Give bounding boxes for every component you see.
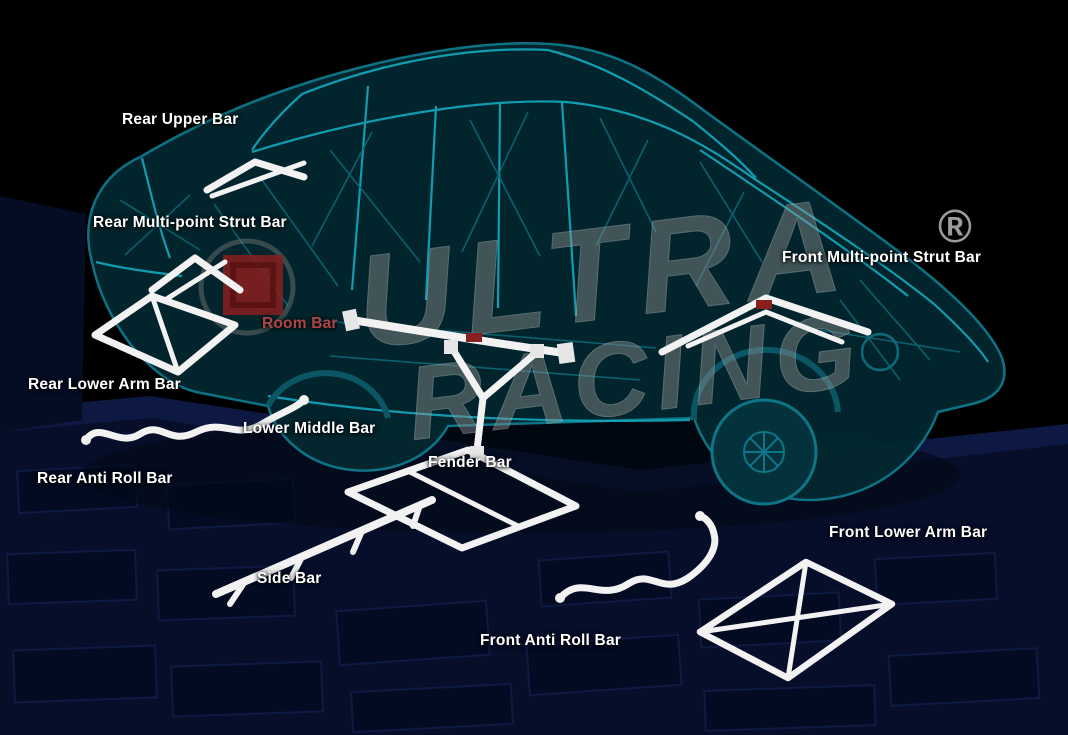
front-multi-point-strut-bar-shape [658, 294, 872, 356]
label-rear-upper-bar: Rear Upper Bar [122, 111, 239, 128]
rear-lower-arm-bar-shape [91, 292, 239, 376]
lower-middle-bar-shape [344, 446, 580, 552]
label-rear-multi-point-strut-bar: Rear Multi-point Strut Bar [93, 214, 287, 231]
label-front-anti-roll-bar: Front Anti Roll Bar [480, 632, 621, 649]
front-lower-arm-bar-shape [696, 558, 896, 682]
front-anti-roll-bar-shape [555, 511, 719, 603]
rear-anti-roll-bar-shape [81, 395, 309, 445]
label-fender-bar: Fender Bar [428, 454, 512, 471]
label-side-bar: Side Bar [257, 570, 322, 587]
fender-bar-shape [444, 340, 544, 458]
label-rear-anti-roll-bar: Rear Anti Roll Bar [37, 470, 173, 487]
rear-multi-point-strut-bar-shape [148, 254, 244, 303]
watermark-ring [198, 238, 296, 336]
label-lower-middle-bar: Lower Middle Bar [243, 420, 376, 437]
strut-bars [81, 158, 896, 682]
left-crate [0, 196, 86, 432]
label-front-multi-point-strut-bar: Front Multi-point Strut Bar [782, 249, 982, 266]
front-strut-bar-sticker [756, 300, 772, 309]
room-bar-sticker [466, 333, 482, 342]
label-rear-lower-arm-bar: Rear Lower Arm Bar [28, 376, 181, 393]
side-bar-shape [212, 496, 436, 607]
rear-upper-bar-shape [203, 158, 308, 199]
label-front-lower-arm-bar: Front Lower Arm Bar [829, 524, 988, 541]
interior-braces [119, 111, 961, 381]
wheel-areas [265, 332, 900, 506]
greenhouse-lines [95, 48, 989, 422]
registered-trademark-symbol: ® [938, 200, 972, 252]
label-room-bar: Room Bar [262, 315, 338, 332]
